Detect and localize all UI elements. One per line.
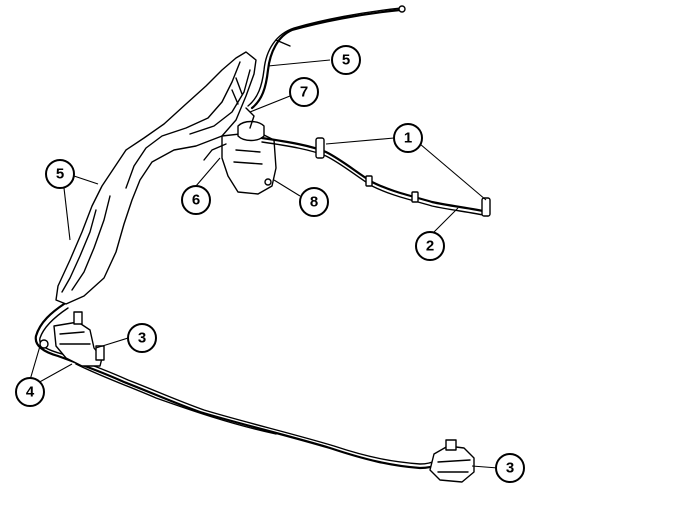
upper-hose bbox=[247, 5, 406, 110]
callout-6: 6 bbox=[181, 185, 211, 215]
callout-5-upper: 5 bbox=[331, 45, 361, 75]
svg-text:5: 5 bbox=[342, 52, 350, 69]
svg-text:3: 3 bbox=[506, 460, 514, 477]
filler-channel bbox=[55, 51, 257, 305]
leader-lines bbox=[29, 59, 499, 469]
svg-text:5: 5 bbox=[56, 166, 64, 183]
callout-7: 7 bbox=[289, 77, 319, 107]
lower-hose bbox=[34, 302, 452, 470]
svg-text:3: 3 bbox=[138, 330, 146, 347]
washer-reservoir bbox=[203, 107, 277, 195]
callout-3-front: 3 bbox=[127, 323, 157, 353]
callout-4: 4 bbox=[15, 377, 45, 407]
callout-2: 2 bbox=[415, 231, 445, 261]
svg-text:4: 4 bbox=[26, 384, 35, 401]
callout-8: 8 bbox=[299, 187, 329, 217]
callout-5-left: 5 bbox=[45, 159, 75, 189]
front-pump-assembly bbox=[39, 311, 105, 367]
nozzle-hose bbox=[260, 136, 491, 217]
svg-text:2: 2 bbox=[426, 238, 434, 255]
svg-text:6: 6 bbox=[192, 192, 200, 209]
rear-pump-assembly bbox=[429, 439, 475, 483]
svg-text:1: 1 bbox=[404, 130, 412, 147]
callout-1: 1 bbox=[393, 123, 423, 153]
svg-text:8: 8 bbox=[310, 194, 318, 211]
callout-3-rear: 3 bbox=[495, 453, 525, 483]
svg-text:7: 7 bbox=[300, 84, 308, 101]
